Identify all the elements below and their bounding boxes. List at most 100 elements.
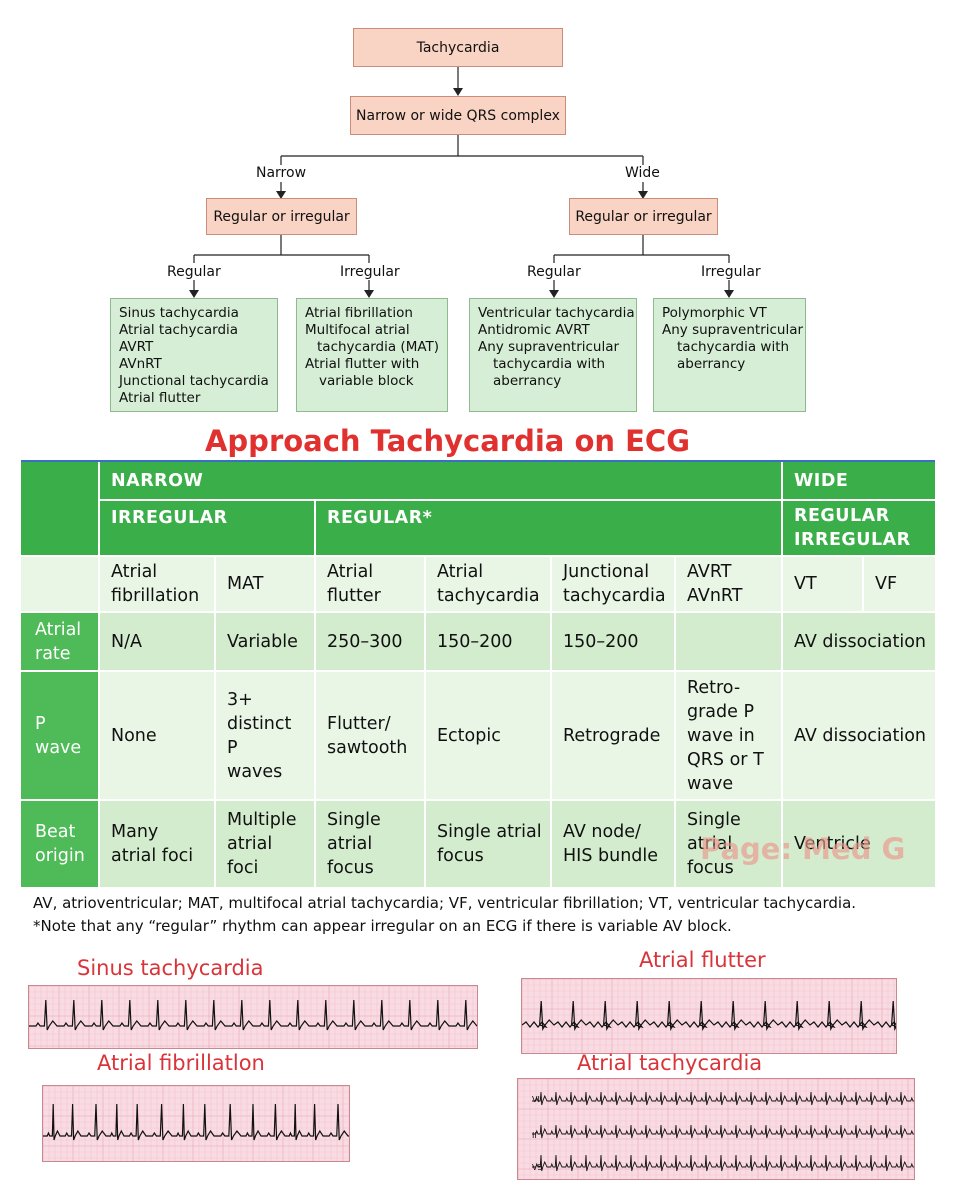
label-wide-irregular: Irregular: [701, 264, 761, 280]
table-cell: AV dissociation: [782, 671, 935, 800]
row-header-beat-origin: Beat origin: [21, 800, 99, 887]
grid-line: [862, 556, 864, 612]
table-cell: None: [99, 671, 215, 800]
table-cell: AV dissociation: [782, 612, 935, 671]
type-vf: VF: [863, 556, 935, 612]
table-cell: Variable: [215, 612, 315, 671]
grid-line: [314, 500, 316, 887]
ecg-trace-line: [43, 1103, 349, 1141]
table-cell: 250–300: [315, 612, 425, 671]
list-item: AVnRT: [119, 356, 162, 372]
flow-wide-regularity-node: Regular or irregular: [569, 198, 718, 235]
type-flutter: Atrial flutter: [315, 556, 425, 612]
lead-label: V5: [532, 1163, 543, 1172]
table-top-rule: [21, 460, 935, 462]
label-narrow-regular: Regular: [167, 264, 221, 280]
grid-line: [21, 670, 935, 672]
footnote-regular-note: *Note that any “regular” rhythm can appe…: [33, 917, 732, 935]
flow-qrs-node: Narrow or wide QRS complex: [350, 96, 566, 135]
type-vt: VT: [782, 556, 863, 612]
type-junctional: Junctional tachycardia: [551, 556, 675, 612]
page-title: Approach Tachycardia on ECG: [204, 424, 691, 458]
table-cell: AV node/ HIS bundle: [551, 800, 675, 887]
header-narrow: NARROW: [99, 462, 782, 500]
label-sinus-tachycardia: Sinus tachycardia: [77, 956, 264, 980]
ecg-comparison-table: NARROW WIDE IRREGULAR REGULAR* REGULAR I…: [21, 462, 935, 887]
ecg-trace-afib: [43, 1086, 349, 1161]
table-cell: N/A: [99, 612, 215, 671]
type-mat: MAT: [215, 556, 315, 612]
list-item: Atrial fibrillation: [305, 305, 413, 321]
table-cell: Ventricle: [782, 800, 935, 887]
flowchart-connectors: [189, 67, 734, 298]
label-narrow-irregular: Irregular: [340, 264, 400, 280]
type-atrial-tach: Atrial tachycardia: [425, 556, 551, 612]
table-cell: Multiple atrial foci: [215, 800, 315, 887]
list-item: Ventricular tachycardia: [478, 305, 635, 321]
box-narrow-regular: Sinus tachycardia Atrial tachycardia AVR…: [110, 298, 278, 412]
header-wide: WIDE: [782, 462, 935, 500]
table-corner: [21, 462, 99, 556]
ecg-strip-sinus: [28, 985, 478, 1049]
list-item: variable block: [319, 373, 414, 389]
label-atrial-fibrillation: Atrial fibrillatlon: [97, 1051, 265, 1075]
table-cell: Retrograde: [551, 671, 675, 800]
list-item: Atrial flutter with: [305, 356, 420, 372]
grid-line: [781, 462, 783, 887]
table-cell: Single atrial focus: [675, 800, 782, 887]
grid-line: [550, 556, 552, 887]
ecg-trace-line: [532, 1154, 914, 1172]
table-cell: 150–200: [551, 612, 675, 671]
list-item: Junctional tachycardia: [119, 373, 269, 389]
grid-line: [99, 499, 935, 501]
box-wide-regular: Ventricular tachycardia Antidromic AVRT …: [469, 298, 637, 412]
label-atrial-flutter: Atrial flutter: [639, 948, 766, 972]
row-header-p-wave: P wave: [21, 671, 99, 800]
table-cell: 150–200: [425, 612, 551, 671]
grid-line: [424, 556, 426, 887]
list-item: Antidromic AVRT: [478, 322, 590, 338]
ecg-strip-atrial-tach: VI II V5: [517, 1078, 915, 1180]
table-cell: Ectopic: [425, 671, 551, 800]
ecg-trace-line: [532, 1124, 914, 1139]
grid-line: [98, 462, 100, 887]
box-wide-irregular: Polymorphic VT Any supraventricular tach…: [653, 298, 806, 412]
ecg-strip-flutter: [521, 978, 897, 1054]
list-item: tachycardia (MAT): [317, 339, 440, 355]
list-item: Multifocal atrial: [305, 322, 410, 338]
watermark: Page: Med G: [700, 832, 906, 866]
header-wide-sub: REGULAR IRREGULAR: [782, 500, 935, 556]
ecg-trace-line: [29, 999, 477, 1031]
flow-root-node: Tachycardia: [353, 28, 563, 67]
list-item: tachycardia with: [677, 339, 790, 355]
table-cell: [675, 612, 782, 671]
ecg-trace-flutter: [522, 979, 896, 1053]
grid-line: [21, 611, 935, 613]
list-item: tachycardia with: [493, 356, 606, 372]
list-item: AVRT: [119, 339, 154, 355]
grid-line: [21, 555, 935, 557]
table-cell: Retro-grade P wave in QRS or T wave: [675, 671, 782, 800]
row-header-atrial-rate: Atrial rate: [21, 612, 99, 671]
grid-line: [214, 556, 216, 887]
table-cell: Flutter/ sawtooth: [315, 671, 425, 800]
ecg-trace-atrial-tach: [518, 1079, 914, 1179]
label-wide-regular: Regular: [527, 264, 581, 280]
ecg-trace-line: [532, 1091, 914, 1106]
list-item: Any supraventricular: [478, 339, 620, 355]
label-atrial-tachycardia: Atrial tachycardia: [577, 1051, 763, 1075]
list-item: Atrial tachycardia: [119, 322, 239, 338]
table-cell: Single atrial focus: [425, 800, 551, 887]
header-irregular: IRREGULAR: [99, 500, 315, 556]
grid-line: [674, 556, 676, 887]
table-cell: 3+ distinct P waves: [215, 671, 315, 800]
table-cell: Many atrial foci: [99, 800, 215, 887]
label-narrow: Narrow: [256, 165, 307, 181]
ecg-trace-line: [522, 1000, 896, 1032]
list-item: aberrancy: [677, 356, 746, 372]
header-regular: REGULAR*: [315, 500, 782, 556]
table-cell: Single atrial focus: [315, 800, 425, 887]
label-wide: Wide: [625, 165, 660, 181]
list-item: Atrial flutter: [119, 390, 201, 406]
flow-narrow-regularity-node: Regular or irregular: [206, 198, 357, 235]
